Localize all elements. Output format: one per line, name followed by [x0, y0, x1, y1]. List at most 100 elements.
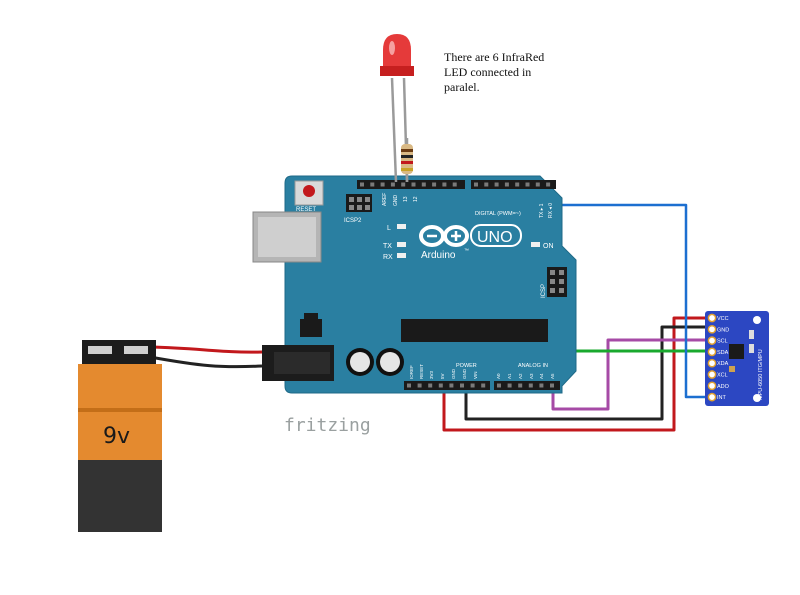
- bottom-header-pins: [407, 383, 554, 388]
- header-pin: [484, 182, 489, 187]
- wire-purple-a5-scl: [551, 338, 708, 411]
- header-pin: [525, 182, 530, 187]
- on-label: ON: [543, 243, 554, 250]
- header-pin: [432, 182, 437, 187]
- pin-gnd1-label: GND: [451, 368, 456, 379]
- reset-label: RESET: [296, 207, 316, 213]
- icsp-label: ICSP: [541, 284, 547, 298]
- header-pin: [497, 383, 501, 388]
- sensor-name: MPU-6050 ITG/MPU: [758, 349, 764, 400]
- led-rx-label: RX: [383, 254, 393, 261]
- sensor-pin: [707, 313, 717, 323]
- sensor-pin: [707, 336, 717, 345]
- sensor-pin: [707, 392, 717, 402]
- header-pin: [481, 383, 486, 388]
- led-l-label: L: [387, 225, 391, 232]
- header-pin: [518, 383, 523, 388]
- power-label: POWER: [456, 363, 477, 369]
- header-pin: [452, 182, 457, 187]
- resistor: [401, 138, 413, 182]
- wire-battery-black: [149, 355, 263, 369]
- analog-header: [494, 381, 560, 390]
- sensor-pin: [707, 324, 717, 334]
- header-pin: [535, 182, 540, 187]
- battery-label: 9v: [103, 424, 130, 449]
- pin-a5-label: A5: [550, 373, 555, 379]
- header-pin: [546, 182, 551, 187]
- header-pin: [449, 383, 454, 388]
- annotation-line-3: paralel.: [444, 80, 480, 94]
- annotation-note: There are 6 InfraRed LED connected in pa…: [444, 50, 594, 95]
- sensor-pin-label: VCC: [717, 316, 729, 322]
- header-pin: [460, 383, 464, 388]
- sensor-pin-label: XCL: [717, 373, 728, 379]
- uno-badge: [470, 224, 522, 247]
- pin-rx-label: RX ◂ 0: [548, 203, 554, 218]
- sensor-pin-label: XDA: [717, 361, 729, 367]
- pin-a4-label: A4: [539, 373, 544, 379]
- icsp2-header: [346, 194, 372, 212]
- fritzing-watermark: fritzing: [284, 415, 371, 436]
- top-header-right: [471, 180, 556, 189]
- pin-13-label: 13: [403, 196, 409, 202]
- capacitors: [346, 348, 404, 376]
- arduino-logo-text: Arduino: [421, 250, 456, 261]
- top-header-left: [357, 180, 465, 189]
- pin-aref-label: AREF: [382, 193, 388, 206]
- header-pin: [528, 383, 533, 388]
- led-rim: [380, 66, 414, 76]
- header-pin: [494, 182, 499, 187]
- digital-label: DIGITAL (PWM=~): [475, 211, 521, 217]
- header-pin: [417, 383, 422, 388]
- sensor-pin-label: INT: [717, 395, 727, 401]
- led-lens: [383, 34, 411, 68]
- pin-reset-label: RESET: [419, 364, 424, 379]
- annotation-line-1: There are 6 InfraRed: [444, 50, 545, 64]
- sensor-pin-label: SDA: [717, 350, 729, 356]
- mpu6050-sensor: VCC GND SCL SDA XDA XCL ADO INT MPU-6050 ITG/MP…: [705, 311, 769, 406]
- pin-12-label: 12: [413, 196, 419, 202]
- sensor-pin-label: ADO: [717, 384, 730, 390]
- battery-top-orange: [78, 364, 162, 408]
- header-pin: [411, 182, 416, 187]
- sensor-pin: [707, 381, 717, 391]
- header-pin: [550, 383, 554, 388]
- analog-label: ANALOG IN: [518, 363, 548, 369]
- header-pin: [470, 383, 475, 388]
- header-pin: [442, 182, 447, 187]
- voltage-regulator: [300, 319, 322, 337]
- wire-black-gnd: [464, 325, 708, 421]
- header-pin: [370, 182, 375, 187]
- pin-a0-label: A0: [496, 373, 501, 379]
- header-pin: [360, 182, 364, 187]
- annotation-line-2: LED connected in: [444, 65, 532, 79]
- arduino-logo: [419, 225, 469, 247]
- sensor-pin: [707, 370, 717, 379]
- header-pin: [380, 182, 385, 187]
- sensor-pin-label: GND: [717, 327, 729, 333]
- led-tx-label: TX: [383, 243, 392, 250]
- sensor-pin: [707, 358, 717, 368]
- pin-5v-label: 5V: [440, 373, 445, 379]
- pin-ioref-label: IOREF: [409, 365, 414, 379]
- header-pin: [438, 383, 443, 388]
- header-pin: [428, 383, 433, 388]
- pin-a3-label: A3: [529, 373, 534, 379]
- header-pin: [515, 182, 520, 187]
- header-pin: [539, 383, 544, 388]
- header-pin: [421, 182, 426, 187]
- sensor-pins: VCC GND SCL SDA XDA XCL ADO INT: [707, 313, 730, 402]
- arduino-tm: ™: [464, 248, 469, 254]
- battery-9v: 9v: [78, 340, 162, 532]
- pin-a2-label: A2: [518, 373, 523, 379]
- wire-battery-red: [149, 345, 263, 354]
- arduino-uno-board: RESET ICSP2 AREF GND 13 12 TX ▸ 1 RX ◂ 0…: [252, 175, 577, 394]
- pin-gnd2-label: GND: [462, 368, 467, 379]
- uno-label: UNO: [477, 229, 513, 246]
- sensor-pin-label: SCL: [717, 339, 728, 345]
- header-pin: [407, 383, 411, 388]
- header-pin: [507, 383, 512, 388]
- header-pin: [390, 182, 395, 187]
- pin-vin-label: VIN: [473, 371, 478, 379]
